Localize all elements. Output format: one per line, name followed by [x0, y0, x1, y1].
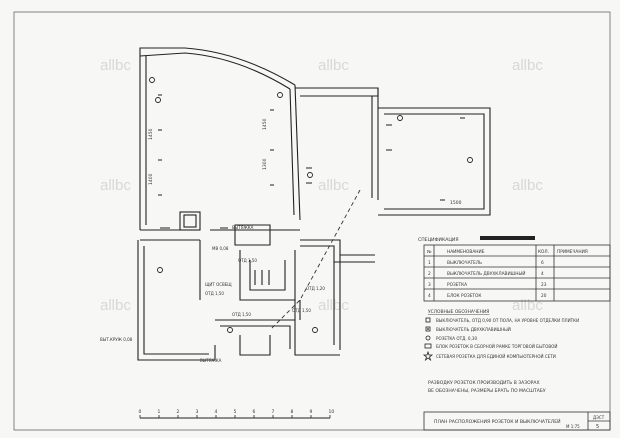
spec-title: СПЕЦИФИКАЦИЯ [418, 237, 459, 243]
plan-label: МВ 0,08 [212, 246, 229, 251]
sheet-frame [13, 11, 611, 431]
switch-icon [425, 317, 431, 323]
legend: УСЛОВНЫЕ ОБОЗНАЧЕНИЯ ВЫКЛЮЧАТЕЛЬ, ОТД 0,… [422, 309, 579, 362]
scale-tick-label: 0 [139, 409, 142, 415]
socket-symbols [149, 77, 473, 333]
scale-tick-label: 3 [196, 409, 199, 415]
socket-icon [307, 172, 313, 178]
scale-bar: 0 1 2 3 4 5 6 7 8 9 10 [139, 409, 335, 419]
spec-cell: 1 [428, 260, 431, 266]
network-socket-icon [422, 350, 434, 362]
scale-label: М 1:75 [566, 424, 580, 429]
plan-label: ОТД 1,50 [232, 312, 251, 317]
legend-item: ВЫКЛЮЧАТЕЛЬ, ОТД 0,90 ОТ ПОЛА, НА УРОВНЕ… [436, 318, 579, 323]
note-line: ВЕ ОБОЗНАЧЕНЫ, РАЗМЕРЫ БРАТЬ ПО МАСШТАБУ [428, 388, 546, 394]
dimension-label: 1300 [262, 158, 268, 170]
spec-header-cell: НАИМЕНОВАНИЕ [447, 249, 485, 255]
spec-cell: 4 [541, 271, 544, 277]
scale-tick-label: 6 [253, 409, 256, 415]
spec-cell: 4 [428, 293, 431, 299]
dimension-label: 1500 [450, 200, 462, 206]
socket-block-icon [424, 343, 432, 349]
legend-item: СЕТЕВАЯ РОЗЕТКА ДЛЯ ЕДИНОЙ КОМПЬЮТЕРНОЙ … [436, 354, 556, 359]
spec-cell: 23 [541, 282, 547, 288]
plan-annotations: ВЫТЯЖКА МВ 0,08 ОТД 1,50 ЩИТ ОСВЕЩ ОТД 1… [100, 225, 325, 363]
dimension-label: 1450 [148, 128, 154, 140]
legend-item: РОЗЕТКА ОТД. 0,30 [436, 336, 477, 341]
notes: РАЗВОДКУ РОЗЕТОК ПРОИЗВОДИТЬ В ЗАЗОРАХ В… [428, 380, 546, 394]
socket-icon [149, 77, 155, 83]
spec-cell: 6 [541, 260, 544, 266]
spec-header-cell: КОЛ. [538, 249, 549, 255]
stage-label: ДЭСТ [593, 415, 605, 420]
double-switch-dot-icon [427, 328, 429, 330]
socket-icon [467, 157, 473, 163]
spec-cell: РОЗЕТКА [447, 282, 467, 288]
spec-header-cell: № [427, 249, 432, 255]
plan-label: ОТД 1,50 [238, 258, 257, 263]
double-switch-icon [425, 326, 431, 332]
plan-walls [137, 47, 491, 361]
spec-title-bar [480, 236, 535, 240]
scale-tick-label: 4 [215, 409, 218, 415]
spec-cell: ВЫКЛЮЧАТЕЛЬ ДВУХКЛАВИШНЫЙ [447, 270, 526, 277]
spec-cell: 3 [428, 282, 431, 288]
socket-icon [157, 267, 163, 273]
watermark: allbc [512, 297, 543, 314]
dimension-label: 1400 [148, 173, 154, 185]
watermark: allbc [100, 177, 131, 194]
scale-tick-label: 7 [272, 409, 275, 415]
watermark: allbc [318, 177, 349, 194]
legend-item: ВЫКЛЮЧАТЕЛЬ ДВУХКЛАВИШНЫЙ [436, 327, 511, 332]
socket-icon [425, 335, 431, 341]
legend-item: БЛОК РОЗЕТОК В СБОРНОЙ РАМКЕ ТОРГОВОЙ БЫ… [436, 344, 557, 349]
legend-title: УСЛОВНЫЕ ОБОЗНАЧЕНИЯ [428, 309, 489, 315]
watermark: allbc [100, 297, 131, 314]
plan-label: ВЫТ.КРУЖ 0,08 [100, 337, 133, 342]
spec-cell: 20 [541, 293, 547, 299]
scale-tick-label: 2 [177, 409, 180, 415]
plan-label: ОТД 1,50 [292, 308, 311, 313]
scale-tick-label: 9 [310, 409, 313, 415]
socket-icon [227, 327, 233, 333]
plan-label: ЩИТ ОСВЕЩ [205, 282, 232, 287]
spec-cell: БЛОК РОЗЕТОК [447, 293, 481, 299]
socket-icon [277, 92, 283, 98]
watermark: allbc [100, 57, 131, 74]
wall-ticks [158, 94, 465, 229]
sheet-number: 5 [596, 424, 599, 430]
note-line: РАЗВОДКУ РОЗЕТОК ПРОИЗВОДИТЬ В ЗАЗОРАХ [428, 380, 540, 386]
spec-header-cell: ПРИМЕЧАНИЯ [557, 249, 588, 255]
dimension-label: 1450 [262, 118, 268, 130]
plan-label: ОТД 1,20 [306, 286, 325, 291]
watermark: allbc [512, 57, 543, 74]
plan-label: ВЫТЯЖКА [200, 358, 222, 363]
watermark: allbc [512, 177, 543, 194]
spec-table: СПЕЦИФИКАЦИЯ № НАИМЕНОВАНИЕ КОЛ. ПРИМЕЧА… [418, 236, 611, 302]
plan-label: ВЫТЯЖКА [232, 225, 254, 230]
socket-icon [155, 97, 161, 103]
plan-label: ОТД 1,50 [205, 291, 224, 296]
scale-tick-label: 10 [329, 409, 335, 415]
plan-dimensions: 1450 1400 1450 1300 1500 [148, 118, 462, 206]
title-text: ПЛАН РАСПОЛОЖЕНИЯ РОЗЕТОК И ВЫКЛЮЧАТЕЛЕЙ [434, 418, 561, 425]
title-block: ПЛАН РАСПОЛОЖЕНИЯ РОЗЕТОК И ВЫКЛЮЧАТЕЛЕЙ… [423, 411, 611, 431]
spec-cell: ВЫКЛЮЧАТЕЛЬ [447, 260, 482, 266]
socket-icon [397, 115, 403, 121]
scale-tick-label: 8 [291, 409, 294, 415]
socket-icon [312, 327, 318, 333]
scale-tick-label: 1 [158, 409, 161, 415]
spec-cell: 2 [428, 271, 431, 277]
watermark: allbc [318, 57, 349, 74]
scale-tick-label: 5 [234, 409, 237, 415]
